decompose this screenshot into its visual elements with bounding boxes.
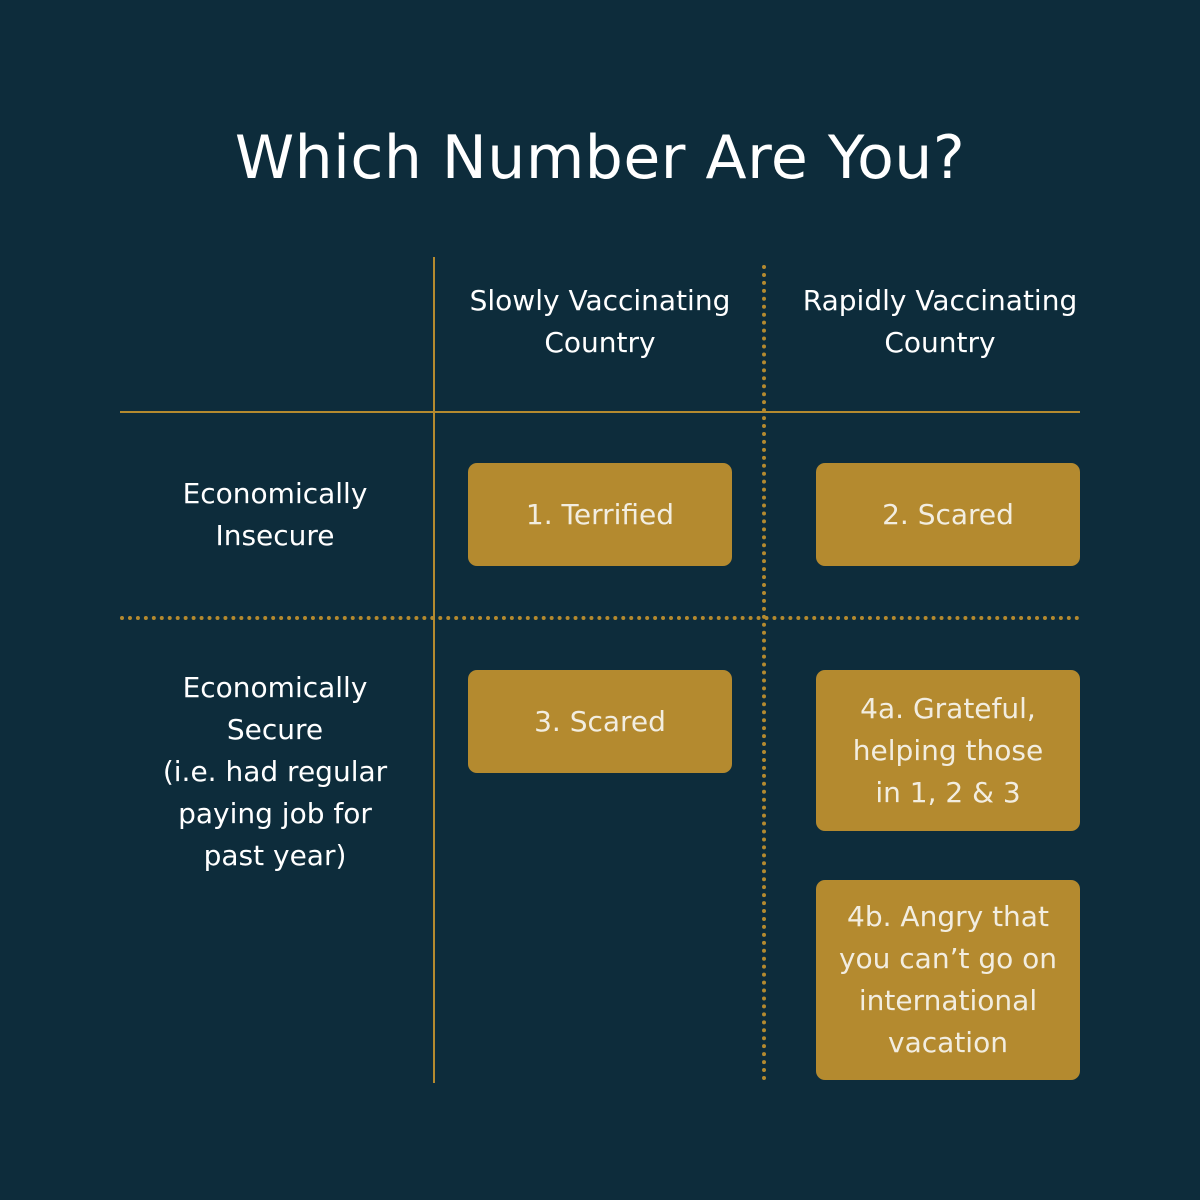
cell-4b-angry: 4b. Angry that you can’t go on internati… <box>816 880 1080 1080</box>
page-title: Which Number Are You? <box>234 123 966 193</box>
cell-3-scared: 3. Scared <box>468 670 732 773</box>
divider-horizontal-solid <box>120 411 1080 413</box>
column-header-slowly-vaccinating: Slowly Vaccinating Country <box>469 284 731 359</box>
row-label-economically-insecure: Economically Insecure <box>182 477 368 552</box>
cell-4a-grateful: 4a. Grateful, helping those in 1, 2 & 3 <box>816 670 1080 831</box>
divider-horizontal-dotted <box>120 616 1080 620</box>
cell-1-terrified: 1. Terrified <box>468 463 732 566</box>
divider-vertical-dotted <box>762 265 766 1081</box>
cell-2-scared: 2. Scared <box>816 463 1080 566</box>
divider-vertical-solid <box>433 257 435 1083</box>
row-label-economically-secure: Economically Secure (i.e. had regular pa… <box>162 671 388 872</box>
column-header-rapidly-vaccinating: Rapidly Vaccinating Country <box>802 284 1078 359</box>
